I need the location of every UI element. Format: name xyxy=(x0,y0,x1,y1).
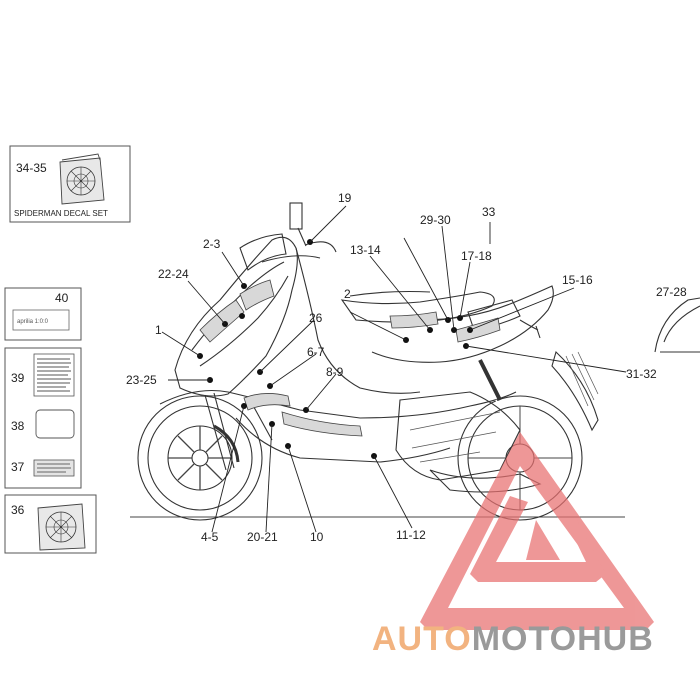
callout-22-24: 22-24 xyxy=(158,267,189,281)
blank-plate-decal xyxy=(35,409,75,439)
leg-shield xyxy=(295,247,421,394)
mirror xyxy=(289,202,303,230)
front-wheel xyxy=(137,395,263,521)
spiderman-decal-panel: 34-35 SPIDERMAN DECAL SET xyxy=(9,145,131,223)
decal-36-pack-icon xyxy=(37,503,86,551)
rear-mudguard xyxy=(551,350,599,432)
rear-body xyxy=(371,285,554,363)
callout-40: 40 xyxy=(55,291,69,305)
decal-patches xyxy=(199,279,501,437)
callout-19: 19 xyxy=(338,191,352,205)
callout-6-7: 6-7 xyxy=(307,345,325,359)
decal-40-sticker xyxy=(12,309,70,331)
spiderman-decal-pack-icon xyxy=(59,153,105,205)
tail-part-27-28: 27-28 xyxy=(654,285,700,353)
callout-23-25: 23-25 xyxy=(126,373,157,387)
watermark-text-hub: HUB xyxy=(577,620,654,658)
callout-1: 1 xyxy=(155,323,162,337)
callout-13-14: 13-14 xyxy=(350,243,381,257)
callout-38: 38 xyxy=(11,419,25,433)
engine-swingarm xyxy=(395,391,521,481)
decal-10-patch xyxy=(281,411,363,437)
rear-shock xyxy=(478,359,502,401)
callout-29-30: 29-30 xyxy=(420,213,451,227)
callout-34-35: 34-35 xyxy=(16,161,47,175)
callout-31-32: 31-32 xyxy=(626,367,657,381)
warning-label-decal xyxy=(33,353,75,397)
callout-8-9: 8-9 xyxy=(326,365,344,379)
decal-4-5-patch xyxy=(243,393,291,411)
decal-2-3-patch xyxy=(239,279,275,311)
callout-10: 10 xyxy=(310,530,324,544)
callout-15-16: 15-16 xyxy=(562,273,593,287)
windscreen xyxy=(239,233,287,271)
decal-40-sticker-text: aprilia 1:0:0 xyxy=(17,319,49,325)
front-fork xyxy=(204,392,235,471)
callout-11-12: 11-12 xyxy=(396,528,426,542)
decal-15-16-patch xyxy=(455,317,501,343)
decal-36-panel: 36 xyxy=(4,494,97,554)
callout-27-28: 27-28 xyxy=(656,285,687,299)
lower-fairing-top xyxy=(159,389,517,419)
decal-13-14-patch xyxy=(389,311,439,329)
info-strip-decal xyxy=(33,459,75,477)
handlebar xyxy=(261,255,321,263)
callout-2-partial: 2 xyxy=(344,287,351,301)
decal-40-panel: 40 aprilia 1:0:0 xyxy=(4,287,82,341)
watermark-text: AUTOMOTOHUB xyxy=(372,620,654,658)
lower-fairing-bottom xyxy=(235,417,451,463)
leader-lines xyxy=(161,205,627,533)
scooter-illustration xyxy=(137,202,599,521)
rear-wheel xyxy=(457,395,583,521)
decal-37-39-panel: 39 38 37 xyxy=(4,347,82,489)
exhaust xyxy=(429,469,542,493)
callout-36: 36 xyxy=(11,503,25,517)
watermark-text-auto: AUTO xyxy=(372,620,472,658)
callout-33: 33 xyxy=(482,205,496,219)
callout-20-21: 20-21 xyxy=(247,530,278,544)
callout-4-5: 4-5 xyxy=(201,530,219,544)
callout-26: 26 xyxy=(309,311,323,325)
callout-2-3: 2-3 xyxy=(203,237,221,251)
callout-labels: 19 2-3 22-24 1 23-25 26 6-7 8-9 13-14 2 … xyxy=(126,191,657,544)
front-shield xyxy=(174,236,298,397)
callout-37: 37 xyxy=(11,460,25,474)
watermark-triangle-logo xyxy=(420,432,654,630)
automotohub-watermark: AUTOMOTOHUB xyxy=(372,432,654,658)
callout-39: 39 xyxy=(11,371,25,385)
watermark-text-moto: MOTO xyxy=(472,620,577,658)
callout-17-18: 17-18 xyxy=(461,249,492,263)
spiderman-decal-set-caption: SPIDERMAN DECAL SET xyxy=(14,209,108,218)
